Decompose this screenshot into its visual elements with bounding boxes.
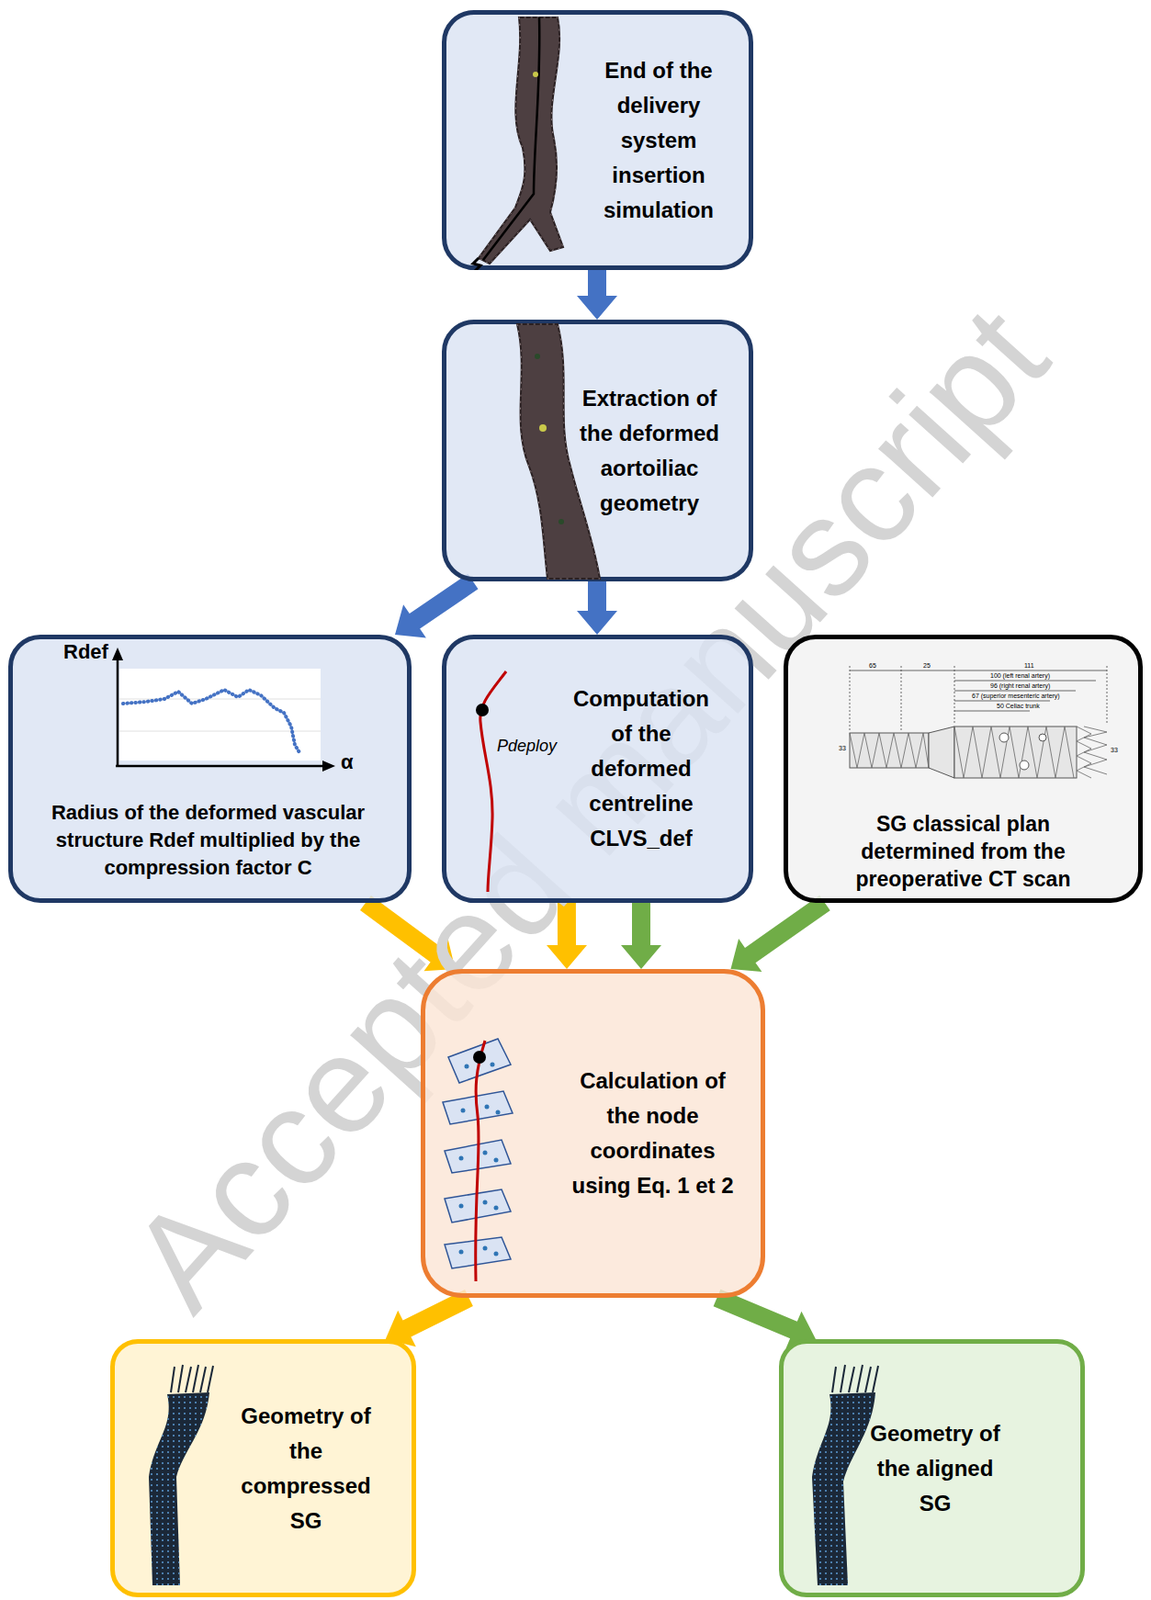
- dimension-label: 33: [1110, 746, 1118, 754]
- dimension-label: 111: [1024, 662, 1035, 669]
- process-box: End of the delivery system insertion sim…: [441, 10, 754, 271]
- process-box: Radius of the deformed vascular structur…: [8, 634, 412, 903]
- dimension-label: 65: [868, 662, 877, 669]
- box-text: Geometry of the compressed SG: [227, 1399, 384, 1539]
- dimension-label: 33: [838, 744, 847, 752]
- box-text: End of the delivery system insertion sim…: [579, 53, 738, 228]
- process-box: Extraction of the deformed aortoiliac ge…: [441, 319, 754, 582]
- block-arrow: [620, 902, 662, 970]
- vessel-illustration: [441, 10, 754, 271]
- box-text: Radius of the deformed vascular structur…: [17, 799, 399, 882]
- process-box: SG classical plan determined from the pr…: [783, 634, 1143, 903]
- dimension-label: 25: [923, 662, 931, 669]
- process-box: Calculation of the node coordinates usin…: [420, 969, 766, 1298]
- box-text: Calculation of the node coordinates usin…: [563, 1063, 743, 1204]
- process-box: Geometry of the aligned SG: [778, 1339, 1085, 1598]
- block-arrow: [385, 1289, 474, 1347]
- process-box: Computation of the deformed centreline C…: [441, 634, 754, 903]
- planes-illustration: [420, 969, 766, 1298]
- block-arrow: [394, 574, 479, 639]
- box-text: Computation of the deformed centreline C…: [567, 681, 715, 857]
- block-arrow: [576, 581, 618, 635]
- block-arrow: [576, 270, 618, 320]
- dimension-label: 67 (superior mesenteric artery): [971, 692, 1061, 700]
- box-text: SG classical plan determined from the pr…: [841, 810, 1085, 893]
- axis-label: α: [340, 752, 354, 773]
- box-text: Extraction of the deformed aortoiliac ge…: [579, 381, 720, 521]
- axis-label: Rdef: [63, 642, 109, 663]
- dimension-label: 100 (left renal artery): [990, 672, 1050, 679]
- vessel-illustration: [441, 319, 754, 582]
- block-arrow: [731, 895, 831, 972]
- box-text: Geometry of the aligned SG: [866, 1416, 1005, 1522]
- point-label: Pdeploy: [496, 737, 557, 755]
- dimension-label: 96 (right renal artery): [990, 682, 1050, 689]
- process-box: Geometry of the compressed SG: [110, 1339, 417, 1598]
- stent-graft-illustration: [110, 1339, 417, 1598]
- dimension-label: 50 Celiac trunk: [996, 702, 1040, 710]
